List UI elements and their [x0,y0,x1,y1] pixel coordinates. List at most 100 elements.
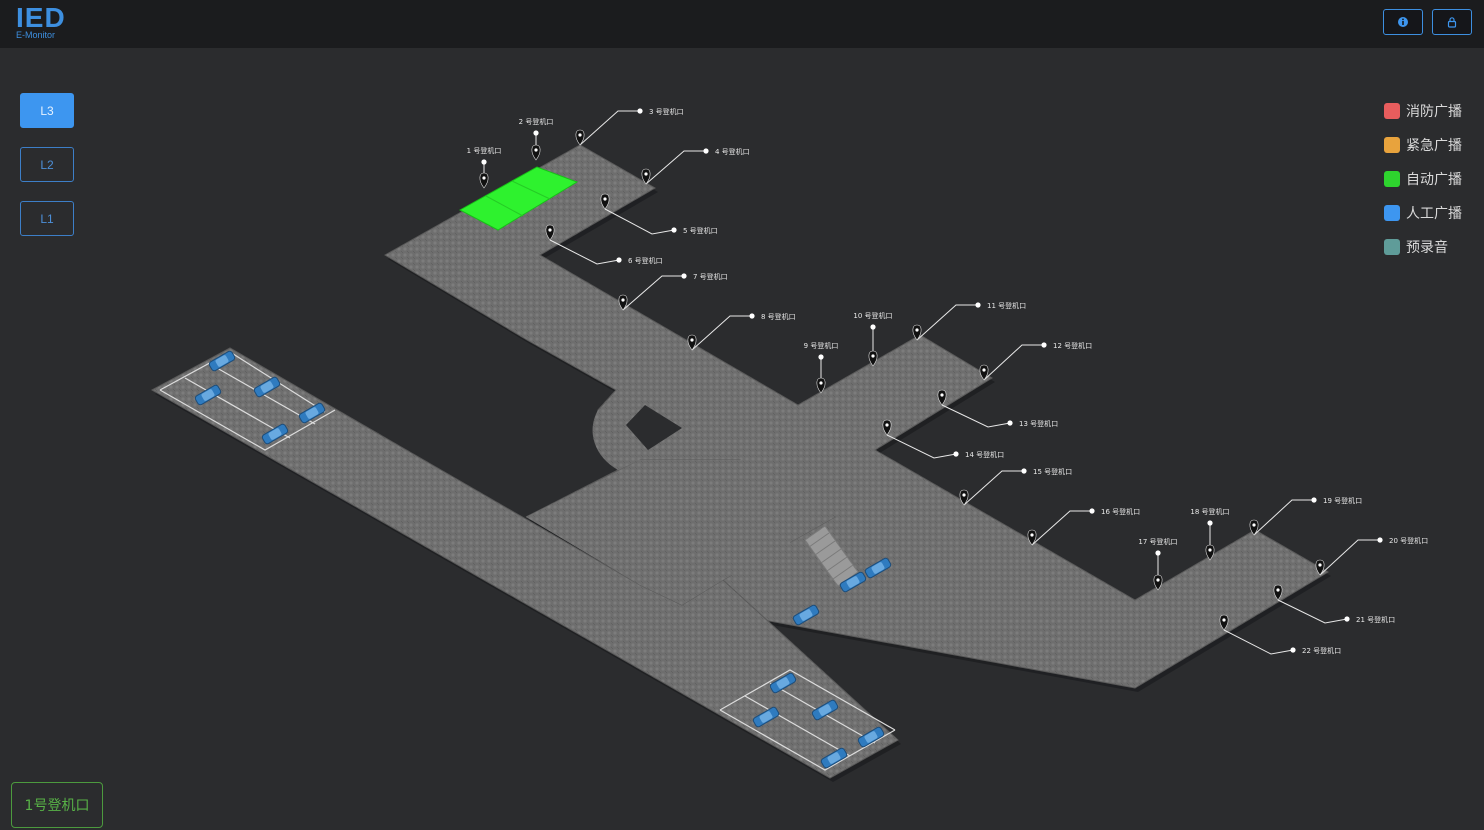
gate-marker-9[interactable]: 9 号登机口 [804,341,839,394]
lock-button[interactable] [1432,9,1472,35]
gate-marker-3[interactable]: 3 号登机口 [575,107,684,146]
legend-item-prerecorded[interactable]: 预录音 [1384,230,1462,264]
map-pin-icon [959,489,969,506]
escalator [804,525,859,587]
gate-marker-16[interactable]: 16 号登机口 [1027,507,1140,546]
gate-label: 21 号登机口 [1356,615,1395,624]
gate-leader-line [1319,539,1380,576]
legend-item-manual[interactable]: 人工广播 [1384,196,1462,230]
map-pin-icon [479,172,489,189]
floor-button-l1[interactable]: L1 [20,201,74,236]
map-pin-icon [912,324,922,341]
map-pin-icon [979,364,989,381]
car-icon [752,706,780,728]
gate-marker-13[interactable]: 13 号登机口 [937,389,1058,428]
gate-leader-line [604,208,675,235]
map-pin-icon [600,193,610,210]
gate-marker-7[interactable]: 7 号登机口 [618,272,728,311]
gate-label: 12 号登机口 [1053,341,1092,350]
legend-label: 人工广播 [1406,206,1462,222]
gate-label-dot [1089,508,1095,514]
car-icon [261,423,289,445]
map-pin-icon [1027,529,1037,546]
gate-marker-8[interactable]: 8 号登机口 [687,312,796,351]
top-bar: IED E-Monitor [0,0,1484,48]
gate-leader-line [579,110,640,146]
broadcast-legend: 消防广播 紧急广播 自动广播 人工广播 预录音 [1384,94,1462,264]
gate-marker-1[interactable]: 1 号登机口 [467,146,502,189]
map-pin-dot [1156,578,1160,582]
map-pin-dot [603,197,607,201]
gate-marker-20[interactable]: 20 号登机口 [1315,536,1428,576]
floor-button-l3[interactable]: L3 [20,93,74,128]
gate-marker-15[interactable]: 15 号登机口 [959,467,1072,506]
gate-marker-21[interactable]: 21 号登机口 [1273,584,1395,624]
map-pin-icon [531,144,541,161]
floor-button-l2[interactable]: L2 [20,147,74,182]
gate-label-dot [1377,537,1383,543]
gate-label-dot [616,257,622,263]
gate-leader-line [622,275,684,311]
legend-label: 自动广播 [1406,172,1462,188]
gate-marker-4[interactable]: 4 号登机口 [641,147,750,185]
legend-label: 紧急广播 [1406,138,1462,154]
map-pin-dot [819,381,823,385]
gate-marker-14[interactable]: 14 号登机口 [882,419,1004,459]
car-icon [839,571,867,593]
logo-sub-text: E-Monitor [16,30,56,40]
gate-label-dot [671,227,677,233]
map-pin-dot [1208,548,1212,552]
gate-marker-11[interactable]: 11 号登机口 [912,301,1026,341]
gate-marker-22[interactable]: 22 号登机口 [1219,614,1341,655]
gate-leader-line [941,404,1011,428]
app-logo: IED E-Monitor [16,4,66,40]
gate-marker-2[interactable]: 2 号登机口 [519,117,554,161]
gate-label-dot [1155,550,1161,556]
gate-marker-12[interactable]: 12 号登机口 [979,341,1092,381]
gate-leader-line [1223,629,1294,655]
gate-marker-17[interactable]: 17 号登机口 [1138,537,1178,591]
gate-label: 11 号登机口 [987,301,1026,310]
gate-label-dot [1207,520,1213,526]
gate-label-dot [1344,616,1350,622]
map-pin-dot [1222,618,1226,622]
info-button[interactable] [1383,9,1423,35]
gate-marker-19[interactable]: 19 号登机口 [1249,496,1362,536]
map-pin-dot [644,172,648,176]
gate-label: 4 号登机口 [715,147,750,156]
car-icon [298,402,326,424]
map-pin-dot [621,298,625,302]
gate-marker-6[interactable]: 6 号登机口 [545,224,663,265]
map-pin-dot [1252,523,1256,527]
selected-gate-button[interactable]: 1号登机口 [11,782,103,828]
gate-label-dot [681,273,687,279]
gate-marker-18[interactable]: 18 号登机口 [1190,507,1230,561]
map-pin-dot [548,228,552,232]
gate-label: 16 号登机口 [1101,507,1140,516]
gate-marker-10[interactable]: 10 号登机口 [853,311,893,367]
gate-label: 17 号登机口 [1138,537,1177,546]
legend-item-auto[interactable]: 自动广播 [1384,162,1462,196]
legend-item-emergency[interactable]: 紧急广播 [1384,128,1462,162]
gate-marker-5[interactable]: 5 号登机口 [600,193,718,235]
info-icon [1398,17,1408,27]
map-pin-dot [885,423,889,427]
legend-item-fire[interactable]: 消防广播 [1384,94,1462,128]
gate-label: 9 号登机口 [804,341,839,350]
gate-label: 20 号登机口 [1389,536,1428,545]
gate-label-dot [1290,647,1296,653]
map-pin-icon [575,129,585,146]
car-icon [857,726,885,748]
gate-label-dot [870,324,876,330]
legend-swatch-auto [1384,171,1400,187]
legend-swatch-prerecorded [1384,239,1400,255]
map-pin-icon [816,377,826,394]
car-icon [769,672,797,694]
map-pin-dot [578,133,582,137]
map-pin-icon [1219,614,1229,631]
map-pin-dot [690,338,694,342]
gate-label: 15 号登机口 [1033,467,1072,476]
map-pin-icon [1205,544,1215,561]
